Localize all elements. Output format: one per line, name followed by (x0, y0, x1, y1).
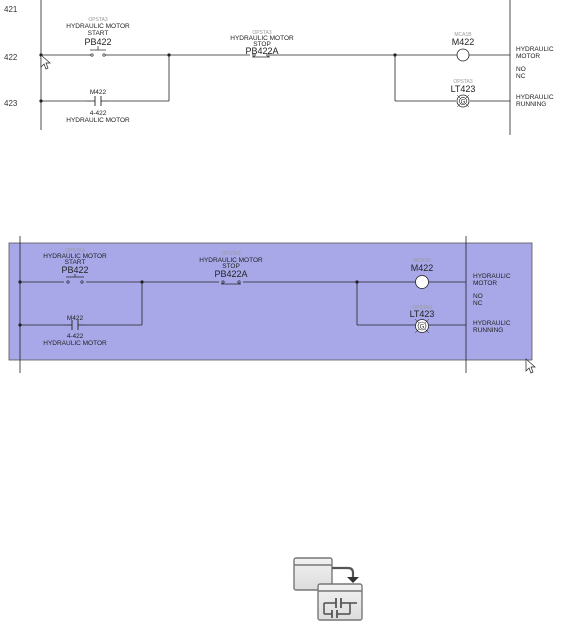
svg-text:HYDRAULIC MOTOR: HYDRAULIC MOTOR (66, 23, 130, 30)
svg-text:4-422: 4-422 (90, 110, 107, 117)
svg-text:G: G (420, 325, 425, 331)
rung-423[interactable] (18, 282, 466, 327)
ladder-diagram-selected: OPSTA3 HYDRAULIC MOTOR START PB422 OPSTA… (0, 236, 562, 376)
svg-text:HYDRAULIC MOTOR: HYDRAULIC MOTOR (199, 257, 263, 264)
svg-text:PB422: PB422 (61, 265, 88, 275)
svg-text:STOP: STOP (253, 41, 271, 48)
svg-text:HYDRAULIC MOTOR: HYDRAULIC MOTOR (230, 35, 294, 42)
desc-hydraulic-motor-2: MOTOR (516, 53, 540, 60)
no-label: NO (516, 66, 526, 73)
svg-text:G: G (461, 99, 466, 105)
svg-text:MCA1B: MCA1B (454, 32, 472, 38)
svg-text:HYDRAULIC MOTOR: HYDRAULIC MOTOR (43, 253, 107, 260)
desc-hydraulic-running-1: HYDRAULIC (473, 320, 511, 327)
arrow-cursor-icon (525, 358, 536, 374)
svg-text:M422: M422 (90, 89, 107, 96)
svg-text:OPSTA3: OPSTA3 (412, 305, 432, 311)
svg-text:OPSTA3: OPSTA3 (65, 248, 85, 254)
svg-text:HYDRAULIC MOTOR: HYDRAULIC MOTOR (43, 340, 107, 347)
ladder-diagram-selected-svg: OPSTA3 HYDRAULIC MOTOR START PB422 OPSTA… (8, 236, 536, 374)
nc-label: NC (516, 73, 526, 80)
svg-text:HYDRAULIC MOTOR: HYDRAULIC MOTOR (66, 117, 130, 124)
seal-in-contact[interactable]: M422 4-422 HYDRAULIC MOTOR (66, 89, 130, 124)
svg-text:STOP: STOP (222, 263, 240, 270)
svg-text:4-422: 4-422 (67, 333, 84, 340)
svg-text:OPSTA3: OPSTA3 (221, 251, 241, 257)
desc-hydraulic-running-1: HYDRAULIC (516, 94, 554, 101)
desc-hydraulic-running-2: RUNNING (473, 327, 503, 334)
stop-pushbutton[interactable]: OPSTA3 HYDRAULIC MOTOR STOP PB422A (199, 251, 263, 285)
start-pushbutton[interactable]: OPSTA3 HYDRAULIC MOTOR START PB422 (66, 17, 130, 57)
rung-422[interactable] (18, 280, 466, 284)
svg-text:START: START (88, 30, 109, 37)
svg-text:START: START (65, 259, 86, 266)
svg-text:PB422: PB422 (84, 37, 111, 47)
svg-text:MCA1B: MCA1B (413, 258, 431, 264)
desc-hydraulic-motor-1: HYDRAULIC (516, 46, 554, 53)
svg-text:OPSTA3: OPSTA3 (88, 17, 108, 23)
svg-text:OPSTA3: OPSTA3 (453, 79, 473, 85)
rung-423[interactable] (39, 55, 510, 103)
desc-hydraulic-running-2: RUNNING (516, 101, 546, 108)
pilot-light[interactable]: OPSTA3 LT423 G (410, 305, 435, 334)
svg-text:M422: M422 (67, 315, 84, 322)
desc-hydraulic-motor-1: HYDRAULIC (473, 273, 511, 280)
no-label: NO (473, 293, 483, 300)
rung-number-423: 423 (4, 99, 18, 108)
svg-text:PB422A: PB422A (245, 46, 278, 56)
rung-number-422: 422 (4, 53, 18, 62)
svg-text:OPSTA3: OPSTA3 (252, 30, 272, 36)
ladder-diagram-original: 421 422 423 OPSTA3 HYDRAULIC MOTOR START… (0, 0, 562, 135)
stop-pushbutton[interactable]: OPSTA3 HYDRAULIC MOTOR STOP PB422A (230, 30, 294, 58)
arrow-cursor-icon (40, 54, 51, 70)
svg-text:LT423: LT423 (410, 309, 435, 319)
motor-coil[interactable]: MCA1B M422 (452, 32, 475, 62)
nc-label: NC (473, 300, 483, 307)
svg-text:LT423: LT423 (451, 84, 476, 94)
copy-circuit-icon[interactable] (290, 554, 368, 624)
selection-window[interactable] (8, 242, 533, 361)
start-pushbutton[interactable]: OPSTA3 HYDRAULIC MOTOR START PB422 (43, 248, 107, 284)
ladder-diagram-original-svg: 421 422 423 OPSTA3 HYDRAULIC MOTOR START… (4, 0, 554, 135)
rung-number-421: 421 (4, 5, 18, 14)
seal-in-contact[interactable]: M422 4-422 HYDRAULIC MOTOR (43, 315, 107, 347)
pilot-light[interactable]: OPSTA3 LT423 G (451, 79, 476, 108)
motor-coil[interactable]: MCA1B M422 (411, 258, 434, 289)
svg-text:M422: M422 (452, 37, 475, 47)
desc-hydraulic-motor-2: MOTOR (473, 280, 497, 287)
rung-422[interactable] (39, 53, 510, 57)
copy-circuit-icon-svg (293, 557, 363, 621)
svg-text:PB422A: PB422A (214, 269, 247, 279)
svg-text:M422: M422 (411, 263, 434, 273)
